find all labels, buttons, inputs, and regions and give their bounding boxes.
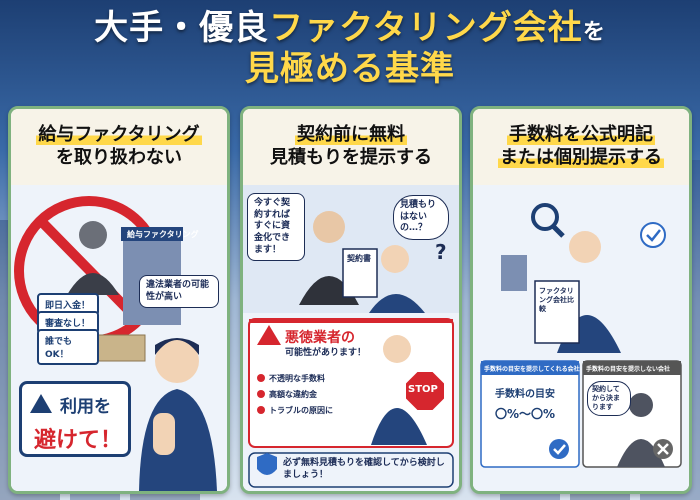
shady-man-head	[79, 221, 107, 249]
panel-1-header-line-1: 給与ファクタリング	[36, 124, 202, 145]
salesman-head	[313, 211, 345, 243]
building-sign: 給与ファクタリング	[127, 230, 199, 239]
panel-2-header-line-2: 見積もりを提示する	[270, 147, 432, 169]
warning-box: 利用を 避けて！	[19, 381, 131, 457]
warning-item-3: トラブルの原因に	[269, 406, 333, 415]
check-icon	[640, 222, 666, 248]
customer-head	[381, 245, 409, 273]
good-card-formula: 〇%～〇%	[495, 407, 556, 421]
warning-title: 悪徳業者の	[285, 330, 355, 346]
panel-2-header: 契約前に無料 見積もりを提示する	[243, 109, 459, 185]
businessman-body	[139, 389, 217, 491]
checklist-item-3: 誰でもOK！	[37, 329, 99, 365]
warning-subtitle: 可能性があります！	[285, 348, 367, 358]
warning-text-2: 避けて！	[34, 428, 123, 453]
panel-3-header-line-1: 手数料を公式明記	[507, 124, 655, 145]
panel-free-estimate: 契約前に無料 見積もりを提示する ?	[240, 106, 462, 494]
panel-2-header-line-1: 契約前に無料	[295, 124, 407, 145]
comparison-paper	[534, 280, 580, 344]
shadow-man-body	[617, 439, 665, 467]
warning-item-2: 高額な違約金	[269, 390, 317, 399]
panel-fee-disclosure: 手数料を公式明記 または個別提示する	[470, 106, 692, 494]
good-check-icon	[549, 439, 569, 459]
businessman-head	[569, 231, 601, 263]
panel-2-illustration: ? 今すぐ契約すればすぐに資金化できます！ 見積もりはないの…？ 契約書 悪徳業…	[243, 185, 459, 491]
comparison-paper-label: ファクタリング会社比較	[539, 287, 574, 314]
panel-3-header-line-2: または個別提示する	[498, 147, 664, 169]
stop-sign-icon	[404, 370, 446, 412]
warning-text-1: 利用を	[60, 397, 111, 417]
question-mark-icon: ?	[435, 240, 447, 264]
page-title: 大手・優良ファクタリング会社を 見極める基準	[0, 8, 700, 91]
illegal-bubble: 違法業者の可能性が高い	[139, 275, 219, 309]
contract-paper	[342, 248, 378, 298]
title-part-1: 大手	[94, 8, 165, 48]
panel-no-salary-factoring: 給与ファクタリング を取り扱わない 給与ファクタリング 違法業者の可能性が高い …	[8, 106, 230, 494]
bullet-icon	[257, 390, 265, 398]
customer-bubble: 見積もりはないの…？	[393, 195, 449, 241]
title-part-4: を	[582, 20, 606, 45]
stop-hand	[153, 413, 175, 455]
advisor-body	[371, 408, 427, 445]
warning-triangle-icon	[257, 325, 281, 345]
bullet-icon	[257, 374, 265, 382]
panel-3-illustration: ファクタリング会社比較 手数料の目安を提示してくれる会社 手数料の目安 〇%～〇…	[473, 185, 689, 491]
search-icon	[531, 203, 559, 231]
title-part-3: ファクタリング会社	[269, 8, 583, 48]
businessman-head	[155, 339, 199, 383]
stop-sign-label: STOP	[408, 384, 438, 395]
advisor-head	[383, 335, 411, 363]
warning-item-1: 不透明な手数料	[269, 374, 325, 383]
building-icon	[501, 255, 527, 291]
prohibited-slash	[37, 217, 143, 325]
warning-triangle-icon	[30, 394, 52, 413]
contract-label: 契約書	[347, 254, 371, 263]
customer-body	[369, 294, 425, 313]
money-stack	[90, 334, 146, 362]
good-card-label: 手数料の目安	[495, 389, 555, 400]
shady-man-body	[67, 273, 119, 295]
advice-text: 必ず無料見積もりを確認してから検討しましょう！	[283, 458, 445, 481]
bad-card-bubble: 契約してから決まります	[587, 381, 631, 417]
panel-3-header: 手数料を公式明記 または個別提示する	[473, 109, 689, 185]
good-card-title: 手数料の目安を提示してくれる会社	[484, 366, 580, 373]
bullet-icon	[257, 406, 265, 414]
salesman-bubble: 今すぐ契約すればすぐに資金化できます！	[247, 193, 305, 262]
title-separator: ・	[164, 8, 200, 48]
shadow-man-head	[629, 393, 653, 417]
advice-box	[248, 452, 454, 488]
title-part-5: 見極める基準	[245, 49, 455, 90]
shield-icon	[257, 453, 277, 475]
panel-1-illustration: 給与ファクタリング 違法業者の可能性が高い 即日入金！ 審査なし！ 誰でもOK！…	[11, 185, 227, 491]
panel-1-header: 給与ファクタリング を取り扱わない	[11, 109, 227, 185]
title-part-2: 優良	[199, 8, 270, 48]
bad-card-title: 手数料の目安を提示しない会社	[586, 366, 671, 373]
panel-1-header-line-2: を取り扱わない	[56, 147, 182, 169]
